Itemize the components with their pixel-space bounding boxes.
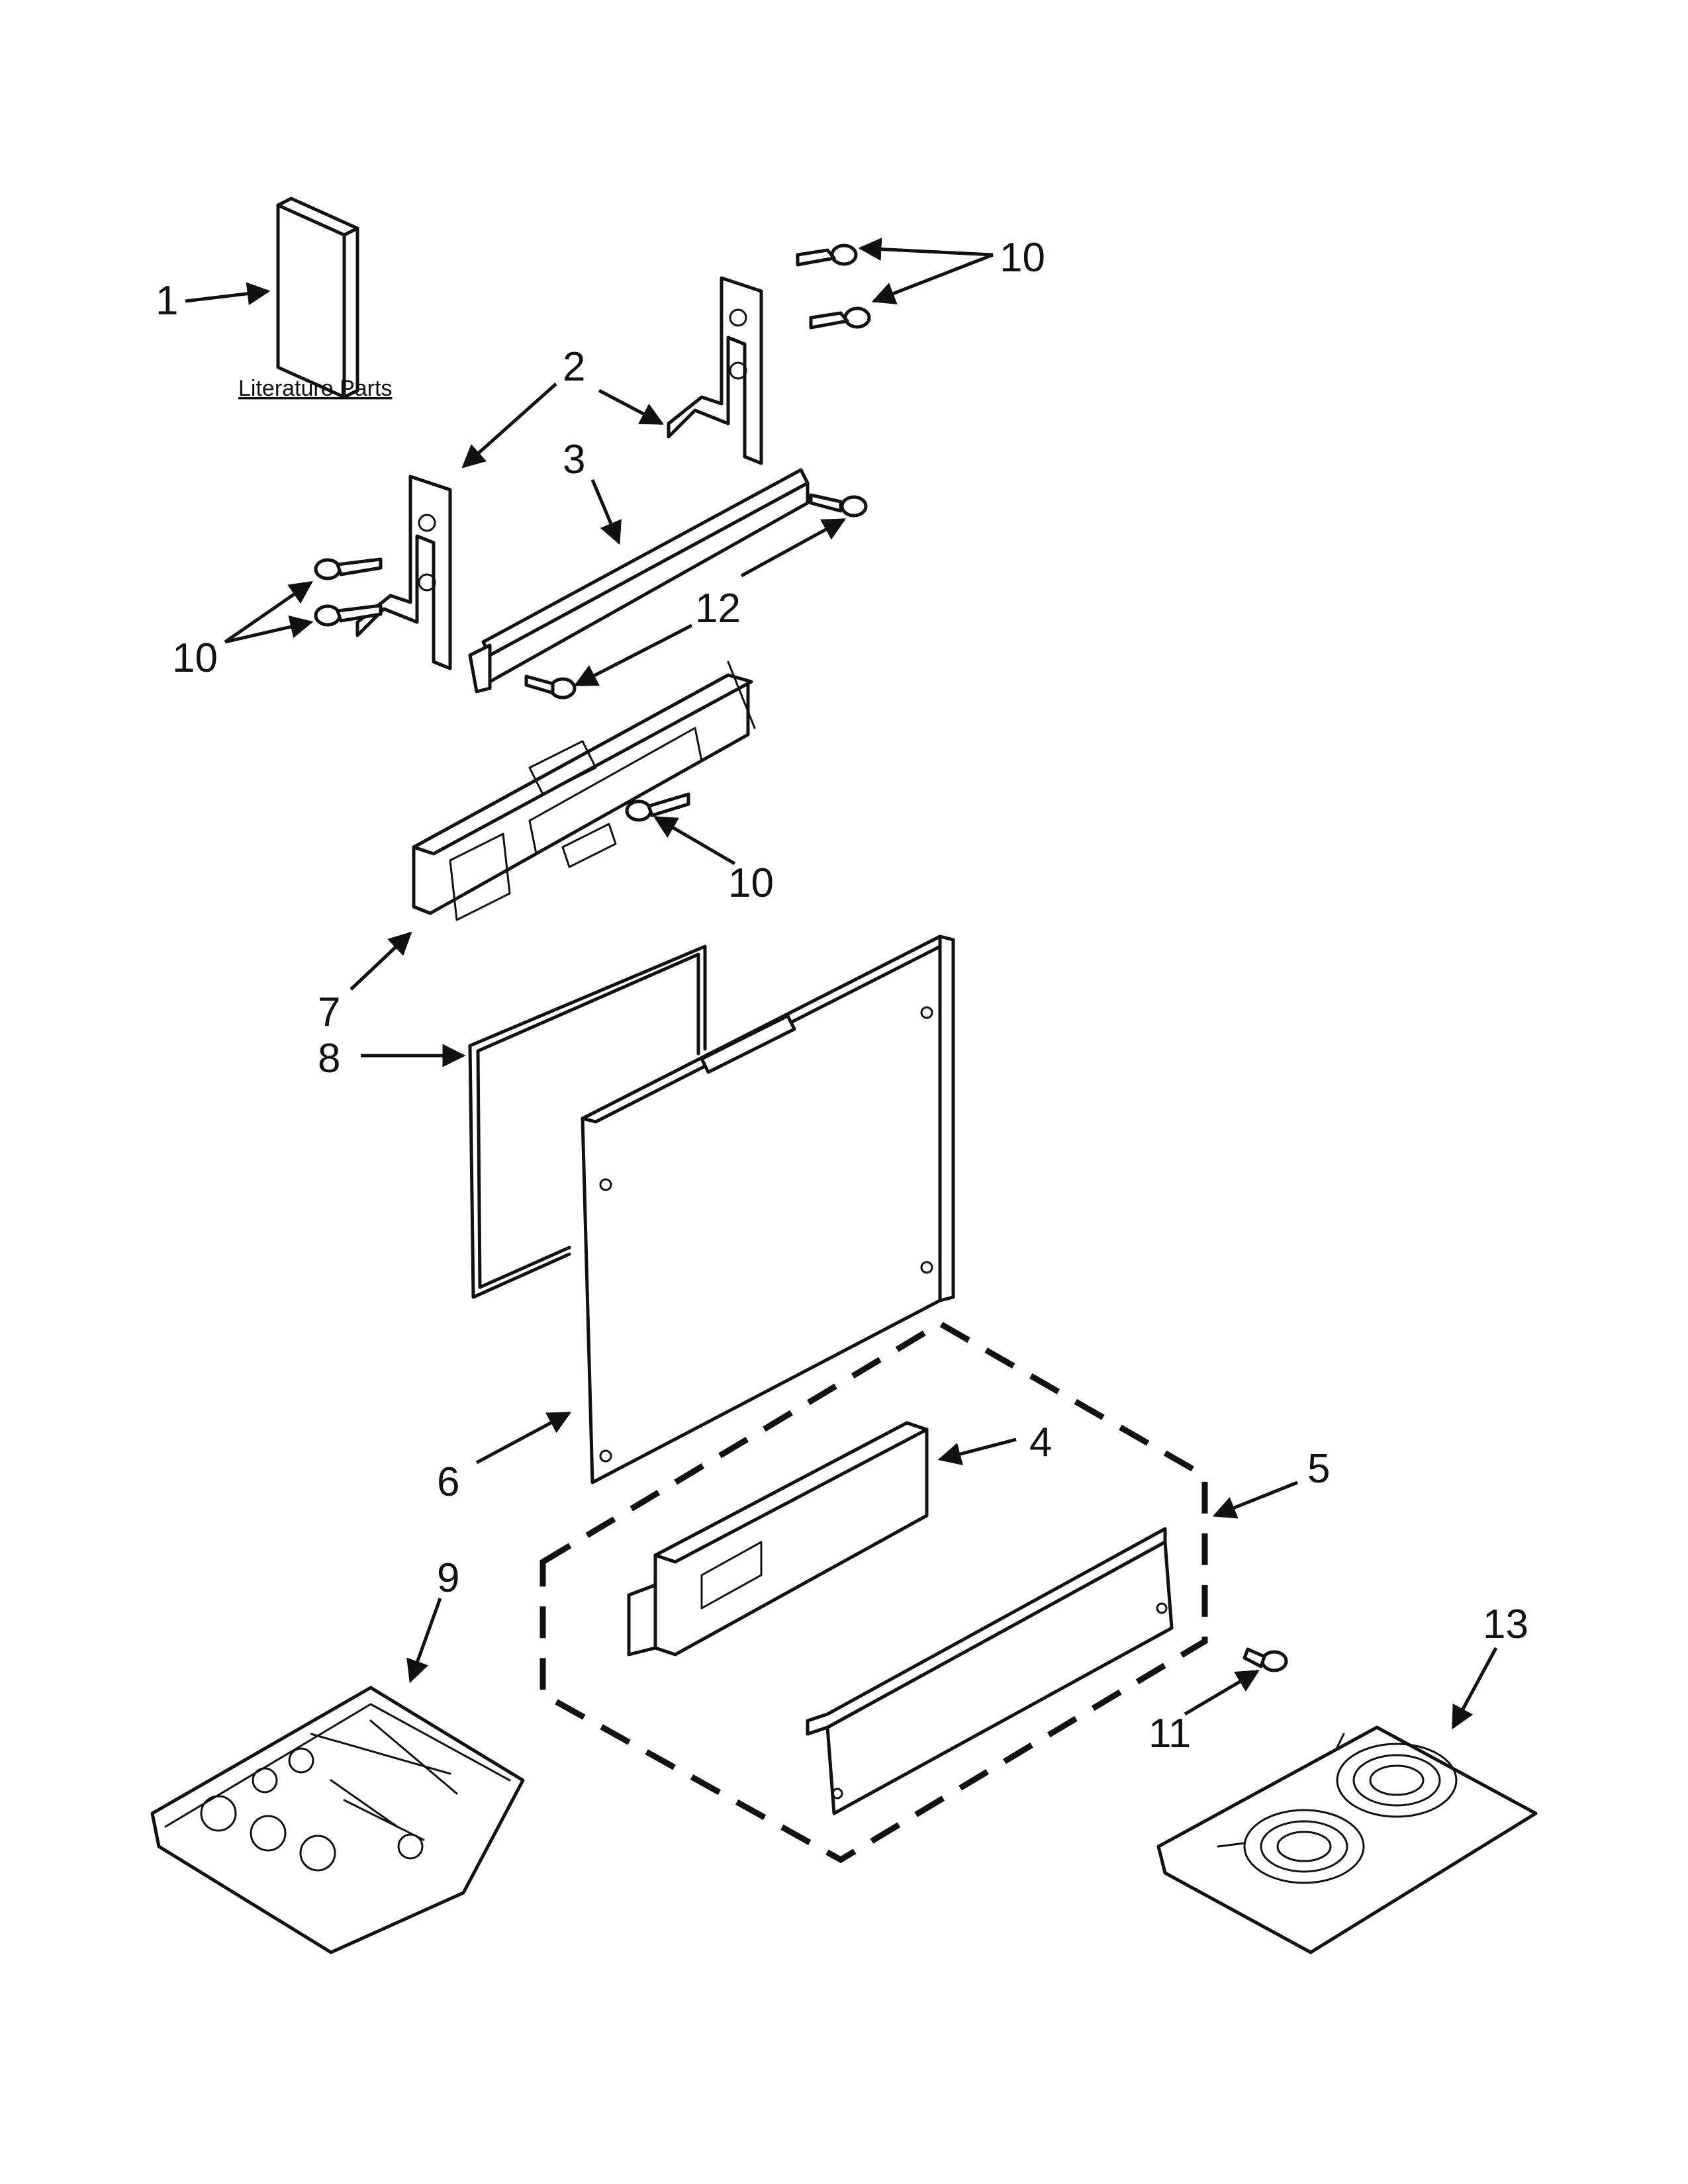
screw-10-top-1 [796,244,858,267]
leader-1 [185,282,271,306]
hardware-bag [150,1686,525,1954]
callout-12: 12 [695,586,741,631]
callout-6: 6 [437,1459,459,1505]
screw-10-top-2 [809,306,871,330]
coil-spring-bag [1156,1725,1538,1954]
leader-2b [598,388,665,426]
control-housing [412,660,756,921]
screw-10-left-1 [314,557,383,580]
mounting-bracket-right [667,276,763,465]
leader-10b-1 [224,580,313,644]
kick-plate [806,1527,1174,1815]
leader-4 [937,1437,1017,1465]
leader-12b [573,623,693,687]
callout-10-housing: 10 [728,860,774,906]
callout-7: 7 [318,989,340,1035]
callout-2: 2 [563,344,585,390]
callout-10-top: 10 [1000,235,1045,281]
insulation-panel [468,944,707,1299]
screw-12-right [809,493,868,518]
leader-12a [740,518,847,578]
leader-10b-2 [224,615,314,644]
leader-10a-1 [858,238,994,261]
callout-8: 8 [318,1036,340,1081]
leader-6 [475,1411,572,1465]
leader-10a-2 [871,253,994,304]
callout-4: 4 [1029,1420,1052,1465]
leader-3 [590,479,622,545]
leader-2a [461,383,557,469]
callout-11: 11 [1149,1711,1191,1756]
toe-panel [627,1421,929,1657]
leader-11 [1184,1669,1260,1716]
screw-10-left-2 [314,604,383,627]
callout-10-left: 10 [172,635,218,681]
kit-outline [539,1320,1208,1864]
callout-9: 9 [437,1555,459,1601]
callout-5: 5 [1307,1446,1330,1492]
door-panel [581,934,955,1484]
leader-13 [1451,1647,1498,1730]
leader-7 [350,931,412,991]
literature-booklet [276,197,359,399]
screw-11 [1243,1647,1288,1672]
screw-12-left [524,674,577,700]
mounting-rail [468,468,810,694]
screw-10-housing [625,792,690,822]
leader-5 [1212,1480,1298,1519]
callout-13: 13 [1483,1602,1528,1647]
literature-parts-caption: Literature Parts [238,376,392,401]
leader-9 [406,1598,442,1684]
callout-1: 1 [156,278,178,324]
mounting-bracket-left [355,475,452,670]
callout-3: 3 [563,437,585,482]
leader-10c [653,815,736,866]
